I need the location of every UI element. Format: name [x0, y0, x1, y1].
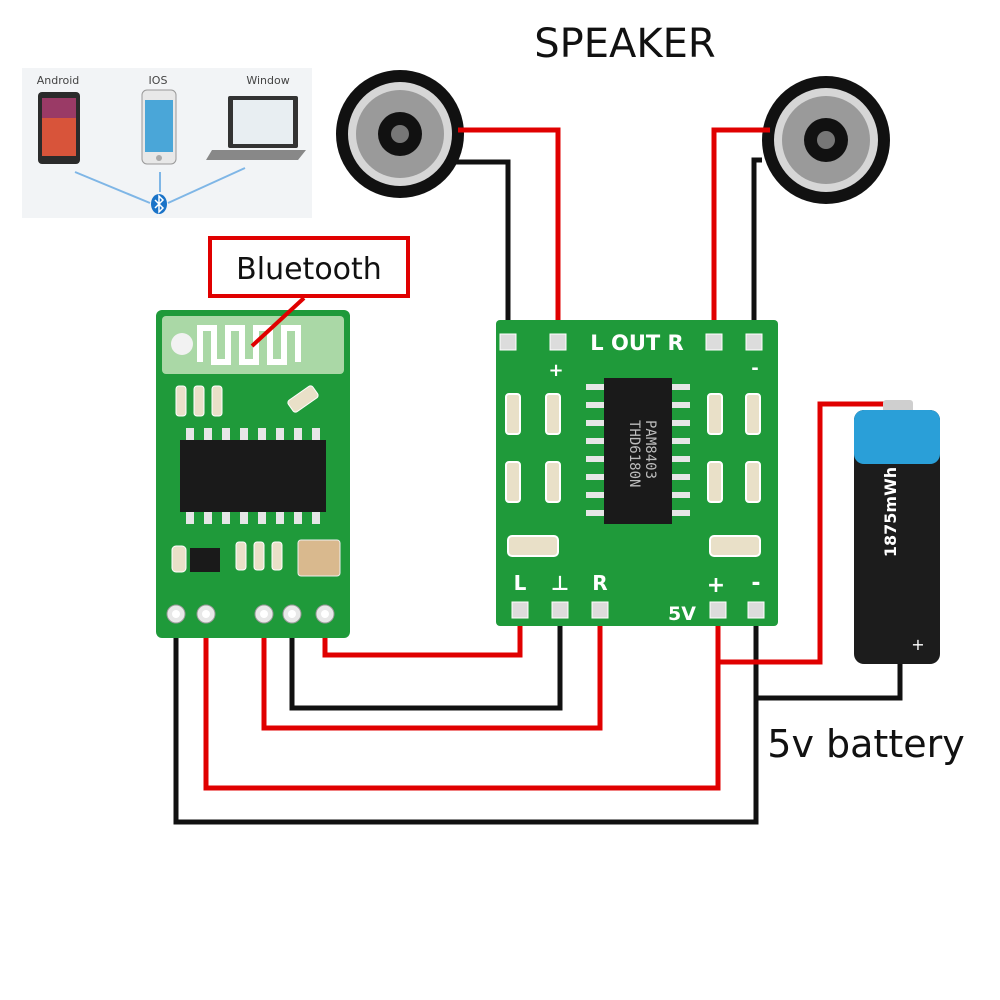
- laptop-icon: [206, 96, 306, 160]
- device-label-ios: IOS: [149, 74, 168, 87]
- amp-components: [505, 393, 761, 557]
- android-phone-icon: [38, 92, 80, 164]
- device-link-lines: [74, 167, 246, 204]
- bluetooth-callout: Bluetooth: [208, 236, 410, 348]
- bluetooth-callout-pointer: [250, 296, 306, 348]
- battery-label: 5v battery: [767, 722, 964, 766]
- amp-chip-model: PAM8403: [642, 420, 658, 479]
- right-speaker-icon: [762, 76, 890, 204]
- devices-panel: Android IOS Window: [22, 68, 312, 218]
- wires: [173, 127, 903, 825]
- wire-audio-ground: [289, 614, 563, 711]
- bluetooth-module: [156, 310, 350, 638]
- bluetooth-label: Bluetooth: [236, 252, 382, 287]
- wire-battery-negative: [756, 660, 903, 701]
- battery-icon: 1875mWh +: [854, 400, 940, 664]
- wire-right-speaker-negative: [751, 157, 762, 342]
- amp-chip-code: THD6180N: [626, 420, 642, 487]
- amp-in-right-label: R: [592, 571, 607, 595]
- wire-audio-right: [261, 614, 603, 731]
- wire-right-speaker-positive: [711, 127, 770, 342]
- amp-power-5v-label: 5V: [668, 603, 696, 625]
- amp-in-left-label: L: [514, 571, 527, 595]
- ios-phone-icon: [141, 89, 177, 165]
- wire-left-speaker-positive: [458, 127, 561, 342]
- device-label-windows: Window: [246, 74, 289, 87]
- amp-in-ground-label: ⊥: [551, 571, 569, 595]
- amp-out-label: L OUT R: [590, 331, 683, 355]
- amp-out-right-minus: -: [751, 358, 758, 379]
- wire-bt-power-positive: [203, 614, 721, 791]
- device-label-android: Android: [37, 74, 80, 87]
- amp-out-left-plus: +: [548, 360, 563, 381]
- amp-power-plus-label: +: [707, 573, 725, 598]
- battery-cell-plus: +: [911, 635, 924, 654]
- amplifier-board: L OUT R + -: [496, 320, 778, 626]
- bluetooth-icon: [151, 194, 167, 214]
- wire-bt-power-negative: [173, 614, 759, 825]
- bluetooth-label-box: [208, 236, 410, 298]
- amp-output-pads: [499, 333, 763, 351]
- antenna-trace: [197, 325, 301, 365]
- bluetooth-chip: [180, 428, 326, 524]
- amplifier-chip: PAM8403 THD6180N: [586, 378, 690, 524]
- amp-input-pads: [511, 601, 765, 619]
- wire-audio-left: [322, 614, 523, 658]
- wire-battery-positive: [718, 401, 900, 665]
- bluetooth-pads: [166, 604, 335, 624]
- speaker-title: SPEAKER: [534, 21, 715, 67]
- amp-power-minus-label: -: [751, 571, 760, 596]
- wire-left-speaker-negative: [452, 159, 511, 342]
- left-speaker-icon: [336, 70, 464, 198]
- battery-capacity: 1875mWh: [881, 467, 900, 557]
- bluetooth-crystal: [297, 539, 341, 577]
- mount-hole: [171, 333, 193, 355]
